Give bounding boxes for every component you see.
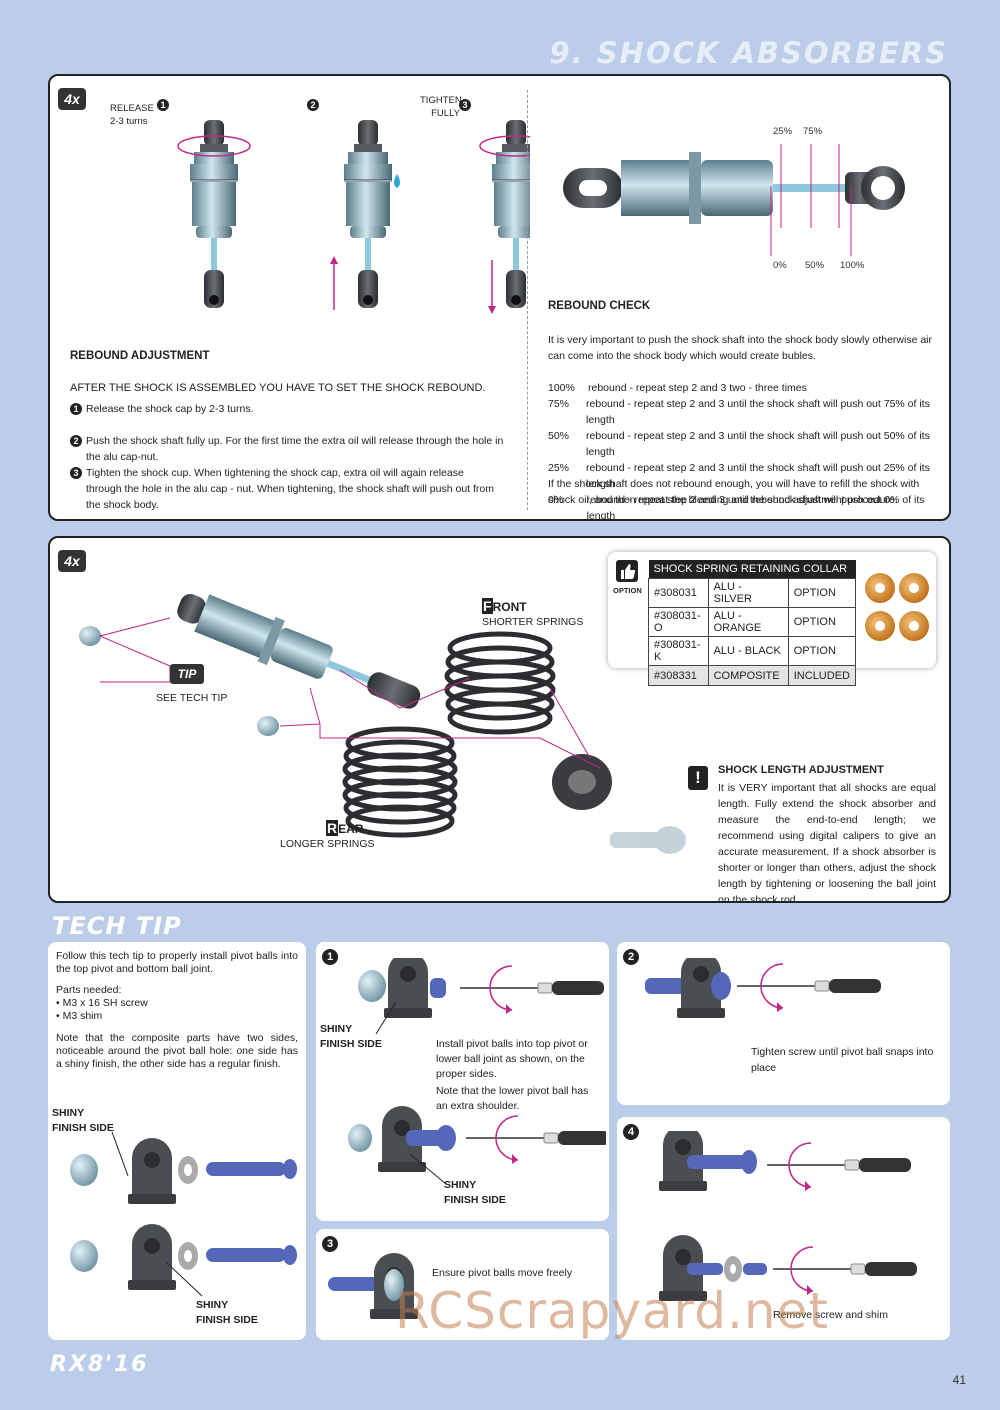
step1-label: RELEASE 2-3 turns bbox=[110, 103, 154, 127]
rotation-arrow-icon bbox=[479, 135, 530, 157]
step-number-3: 3 bbox=[322, 1234, 338, 1252]
shock-length-heading: SHOCK LENGTH ADJUSTMENT bbox=[718, 764, 884, 776]
scale-label-25: 25% bbox=[773, 126, 793, 137]
rebound-adjustment-heading: REBOUND ADJUSTMENT bbox=[70, 350, 210, 362]
step2-illustration bbox=[645, 958, 882, 1018]
check-row: 100%rebound - repeat step 2 and 3 two - … bbox=[548, 382, 807, 394]
front-label: FRONT bbox=[482, 598, 527, 614]
step2-text: Tighten screw until pivot ball snaps int… bbox=[751, 1046, 934, 1074]
step-number-2: 2 bbox=[307, 95, 319, 113]
rebound-check-outro: If the shock shaft does not rebound enou… bbox=[548, 478, 920, 506]
oil-drop-icon bbox=[394, 174, 400, 188]
rebound-check-illustration: 25% 75% 0% 50% 100% bbox=[563, 126, 905, 271]
rx816-logo: RX8'16 bbox=[50, 1352, 149, 1377]
step-number-1: 1 bbox=[322, 947, 338, 965]
tech-tip-intro: Follow this tech tip to properly install… bbox=[56, 950, 298, 975]
rebound-check-heading: REBOUND CHECK bbox=[548, 300, 651, 312]
watermark: RCScrapyard.net bbox=[395, 1282, 829, 1340]
step1-illustration bbox=[348, 958, 606, 1185]
step-number-2: 2 bbox=[623, 947, 639, 965]
pivot-ball-icon bbox=[257, 716, 279, 736]
pivot-ball-icon bbox=[79, 626, 101, 646]
panel-divider bbox=[527, 90, 528, 510]
rear-sublabel: LONGER SPRINGS bbox=[280, 838, 375, 850]
tech-tip-intro-box: Follow this tech tip to properly install… bbox=[48, 942, 306, 1340]
springs-illustration bbox=[79, 593, 686, 854]
tip-label: SEE TECH TIP bbox=[156, 692, 228, 704]
rebound-panel: 4x RELEASE 2-3 turns 1 2 TIGHTEN FULLY 3… bbox=[48, 74, 951, 524]
shock-length-text: It is VERY important that all shocks are… bbox=[718, 782, 936, 906]
tech-tip-title: TECH TIP bbox=[52, 912, 182, 940]
tech-tip-step-2: 2 Tighten screw until pivot ball snaps i… bbox=[617, 942, 950, 1105]
scale-label-75: 75% bbox=[803, 126, 823, 137]
page-number: 41 bbox=[952, 1373, 966, 1387]
rotation-arrow-icon bbox=[177, 135, 251, 157]
step1-note: Note that the lower pivot ball has an ex… bbox=[436, 1085, 589, 1112]
tech-tip-step-3: 3 Ensure pivot balls move freely bbox=[316, 1229, 609, 1340]
step3-illustration bbox=[328, 1253, 418, 1319]
check-row: 75%rebound - repeat step 2 and 3 until t… bbox=[548, 398, 930, 426]
step4-text: Remove screw and shim bbox=[773, 1309, 888, 1321]
step3-label: TIGHTEN FULLY bbox=[420, 95, 462, 119]
parts-item: • M3 shim bbox=[56, 1010, 103, 1022]
step4-illustration bbox=[659, 1131, 918, 1301]
check-row: 50%rebound - repeat step 2 and 3 until t… bbox=[548, 430, 930, 458]
tech-tip-note: Note that the composite parts have two s… bbox=[56, 1032, 298, 1070]
option-box: OPTION SHOCK SPRING RETAINING COLLAR #30… bbox=[608, 552, 936, 686]
step-number-3: 3 bbox=[459, 95, 471, 113]
section-title: 9. SHOCK ABSORBERS bbox=[549, 36, 948, 70]
quantity-badge: 4x bbox=[58, 550, 86, 572]
rebound-check-table: 100%rebound - repeat step 2 and 3 two - … bbox=[548, 380, 943, 524]
collar-title: SHOCK SPRING RETAINING COLLAR bbox=[648, 560, 856, 579]
step-number-1: 1 bbox=[157, 95, 169, 113]
warning-icon: ! bbox=[688, 766, 708, 790]
scale-label-0: 0% bbox=[773, 260, 787, 271]
orange-collars-image bbox=[865, 573, 929, 641]
option-label: OPTION bbox=[613, 586, 642, 595]
step3-text: Ensure pivot balls move freely bbox=[432, 1267, 573, 1279]
quantity-badge: 4x bbox=[58, 88, 86, 110]
rebound-check-intro: It is very important to push the shock s… bbox=[548, 334, 933, 362]
parts-item: • M3 x 16 SH screw bbox=[56, 997, 148, 1009]
tip-badge: TIP bbox=[170, 664, 204, 684]
scale-label-50: 50% bbox=[805, 260, 825, 271]
parts-heading: Parts needed: bbox=[56, 984, 122, 996]
front-spring bbox=[444, 631, 556, 735]
thumbs-up-icon bbox=[616, 560, 638, 582]
rear-spring bbox=[342, 726, 458, 838]
tech-tip-step-4: 4 Remove screw and shim bbox=[617, 1117, 950, 1340]
rear-label: REAR bbox=[326, 820, 364, 836]
parts-exploded-illustration bbox=[70, 1131, 297, 1297]
step-number-4: 4 bbox=[623, 1122, 639, 1140]
scale-label-100: 100% bbox=[840, 260, 865, 271]
rebound-steps-illustration bbox=[177, 120, 530, 314]
step1-text: Install pivot balls into top pivot or lo… bbox=[436, 1038, 588, 1080]
check-row: 25%rebound - repeat step 2 and 3 until t… bbox=[548, 462, 930, 490]
front-sublabel: SHORTER SPRINGS bbox=[482, 616, 584, 628]
check-row: 0%rebound - repeat step 2 and 3 until th… bbox=[548, 494, 925, 522]
springs-panel: 4x bbox=[48, 536, 951, 906]
spring-collar bbox=[552, 754, 612, 810]
rebound-adjustment-intro: AFTER THE SHOCK IS ASSEMBLED YOU HAVE TO… bbox=[70, 382, 486, 394]
